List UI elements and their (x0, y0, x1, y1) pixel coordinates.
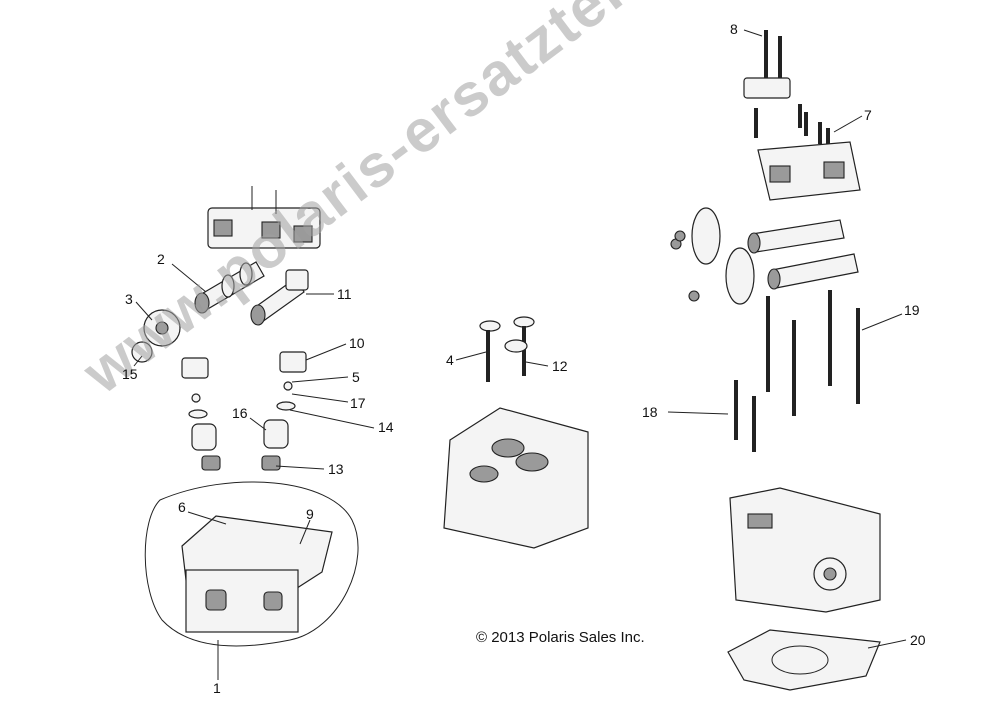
cam-sprockets-right (670, 207, 755, 305)
cylinder-head-right (729, 487, 881, 613)
callout-14: 14 (378, 419, 394, 435)
callout-10: 10 (349, 335, 365, 351)
cylinder-head-center (443, 407, 589, 549)
camshaft-exhaust (250, 269, 309, 326)
callout-16: 16 (232, 405, 248, 421)
callout-8: 8 (730, 21, 738, 37)
callout-2: 2 (157, 251, 165, 267)
callout-4: 4 (446, 352, 454, 368)
callout-15: 15 (122, 366, 138, 382)
rocker-arm-assembly-left (207, 186, 321, 249)
cylinder-head-left (144, 481, 359, 647)
copyright-notice: © 2013 Polaris Sales Inc. (476, 629, 645, 646)
callout-19: 19 (904, 302, 920, 318)
callout-11: 11 (337, 286, 352, 302)
head-bolts-top (743, 30, 830, 152)
callout-6: 6 (178, 499, 186, 515)
callout-9: 9 (306, 506, 314, 522)
rocker-arm-assembly-right (757, 141, 861, 201)
callout-12: 12 (552, 358, 568, 374)
callout-5: 5 (352, 369, 360, 385)
callout-20: 20 (910, 632, 926, 648)
callout-17: 17 (350, 395, 366, 411)
callout-1: 1 (213, 680, 221, 696)
valve-train-left (181, 351, 307, 471)
cam-sprocket (131, 309, 181, 363)
head-gasket (727, 629, 881, 691)
callout-13: 13 (328, 461, 344, 477)
camshaft-intake (194, 261, 265, 314)
callout-7: 7 (864, 107, 872, 123)
camshafts-right (747, 219, 859, 290)
valves (479, 316, 535, 382)
long-head-bolts (734, 290, 860, 452)
callout-3: 3 (125, 291, 133, 307)
callout-18: 18 (642, 404, 658, 420)
callout-leaders (133, 29, 907, 680)
